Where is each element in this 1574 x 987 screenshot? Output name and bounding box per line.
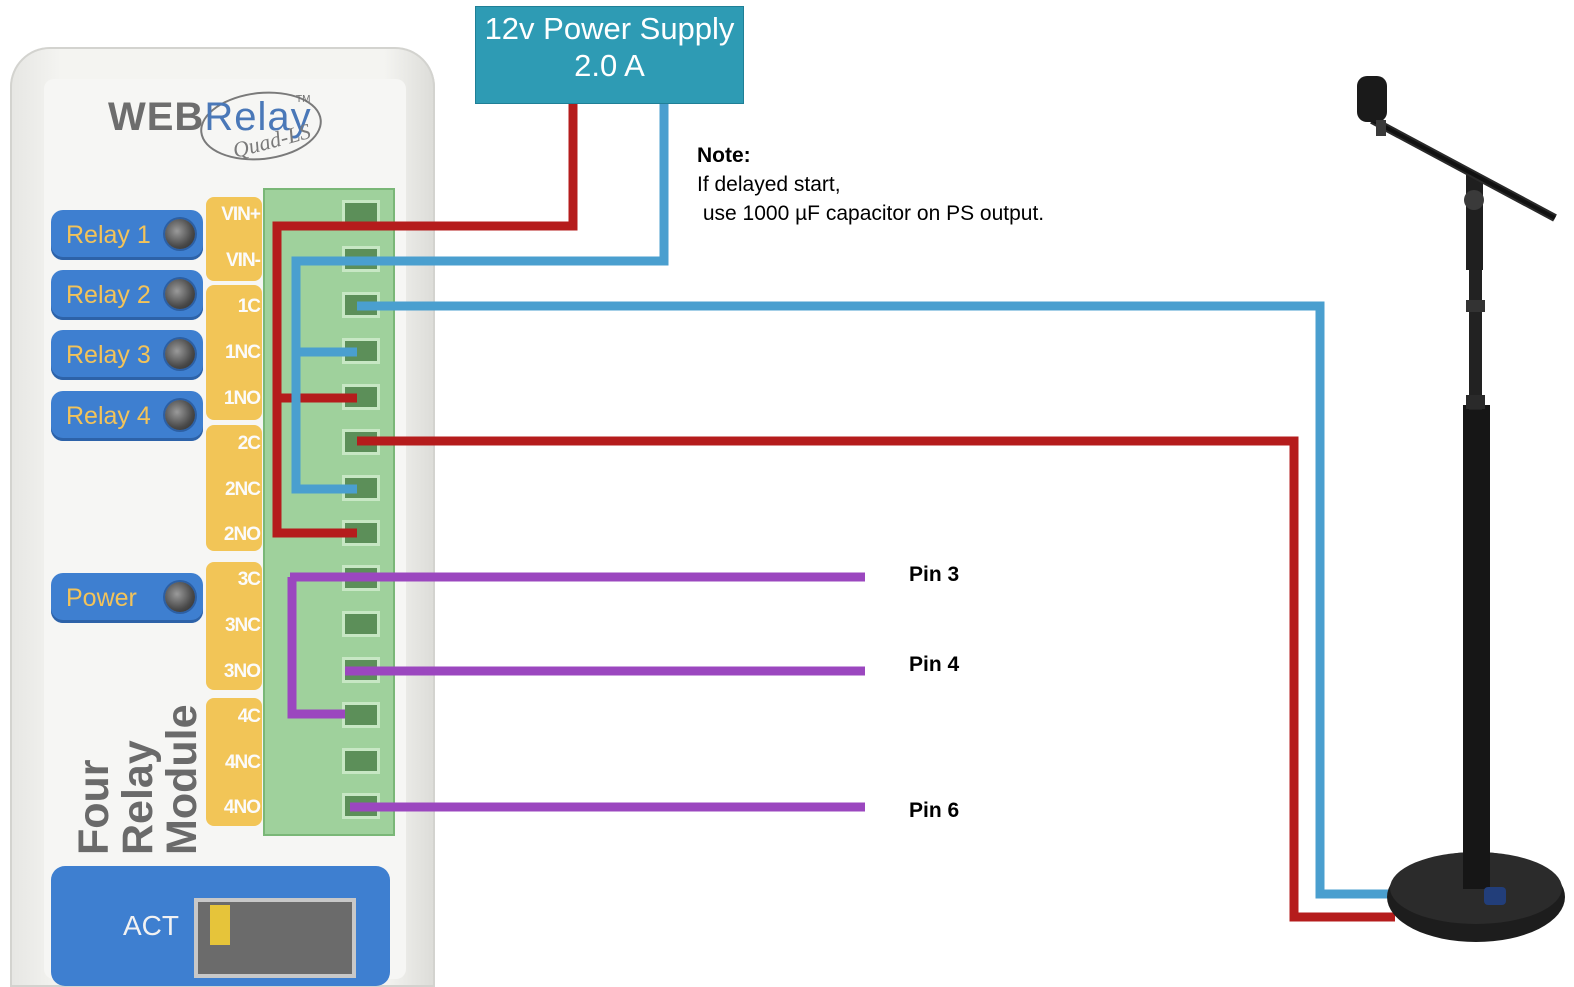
terminal-label-3no: 3NO: [223, 661, 261, 682]
pin-4-label: Pin 4: [909, 653, 960, 676]
ethernet-led-icon: [210, 905, 230, 945]
red-wire-vin-plus: [272, 104, 578, 538]
power-label: Power: [66, 584, 137, 612]
red-wire-2c-to-stand: [357, 436, 1395, 922]
terminal-label-2c: 2C: [237, 433, 261, 454]
relay-4-button: Relay 4: [51, 391, 203, 441]
power-supply-box: 12v Power Supply 2.0 A: [475, 6, 744, 104]
logo-web: WEB: [108, 95, 205, 139]
pin-6-label: Pin 6: [909, 799, 960, 822]
terminal-label-strip-power: [206, 197, 262, 281]
terminal-label-2nc: 2NC: [224, 479, 261, 500]
terminal-slot: [342, 702, 380, 728]
relay-3-label: Relay 3: [66, 341, 151, 369]
power-led-icon: [165, 582, 195, 612]
terminal-label-1nc: 1NC: [224, 342, 261, 363]
terminal-label-1c: 1C: [237, 296, 261, 317]
logo-relay: Relay: [204, 95, 312, 139]
terminal-label-vin-plus: VIN+: [221, 204, 261, 225]
note-line1: If delayed start,: [697, 173, 841, 196]
terminal-slot: [342, 748, 380, 774]
relay-4-label: Relay 4: [66, 402, 151, 430]
relay-3-led-icon: [165, 339, 195, 369]
terminal-label-4no: 4NO: [223, 797, 261, 818]
power-supply-line2: 2.0 A: [574, 48, 645, 83]
power-supply-line1: 12v Power Supply: [484, 11, 735, 46]
wires-layer: [272, 76, 1565, 942]
terminal-label-vin-minus: VIN-: [226, 250, 261, 271]
terminal-label-strip-relay3: [206, 562, 262, 690]
terminal-slot: [342, 611, 380, 637]
terminal-label-3c: 3C: [237, 569, 261, 590]
terminal-label-1no: 1NO: [223, 388, 261, 409]
power-button: Power: [51, 573, 203, 623]
terminal-label-3nc: 3NC: [224, 615, 261, 636]
wiring-diagram: WEBRelay TM Quad-LS Relay 1 Relay 2 Rela…: [10, 6, 1565, 987]
webrelay-logo: WEBRelay: [108, 95, 312, 140]
act-label: ACT: [123, 910, 179, 941]
terminal-label-strip-relay1: [206, 285, 262, 420]
microphone-stand-icon: [1357, 76, 1565, 942]
relay-1-led-icon: [165, 219, 195, 249]
terminal-label-strip-relay2: [206, 425, 262, 551]
relay-3-button: Relay 3: [51, 330, 203, 380]
pin-3-label: Pin 3: [909, 563, 960, 586]
terminal-label-strip-relay4: [206, 698, 262, 826]
relay-2-led-icon: [165, 279, 195, 309]
note-line2: use 1000 µF capacitor on PS output.: [697, 202, 1045, 225]
terminal-label-4nc: 4NC: [224, 752, 261, 773]
relay-2-button: Relay 2: [51, 270, 203, 320]
note-title: Note:: [697, 144, 751, 167]
logo-trademark: TM: [296, 94, 311, 105]
relay-1-button: Relay 1: [51, 210, 203, 260]
terminal-label-4c: 4C: [237, 706, 261, 727]
purple-wire-4c-jumper: [287, 577, 345, 719]
relay-1-label: Relay 1: [66, 221, 151, 249]
relay-4-led-icon: [165, 400, 195, 430]
note-text: Note: If delayed start, use 1000 µF capa…: [697, 141, 1044, 228]
relay-2-label: Relay 2: [66, 281, 151, 309]
blue-wire-1c-to-stand: [357, 301, 1395, 899]
terminal-label-2no: 2NO: [223, 524, 261, 545]
blue-wire-vin-minus: [291, 104, 669, 494]
